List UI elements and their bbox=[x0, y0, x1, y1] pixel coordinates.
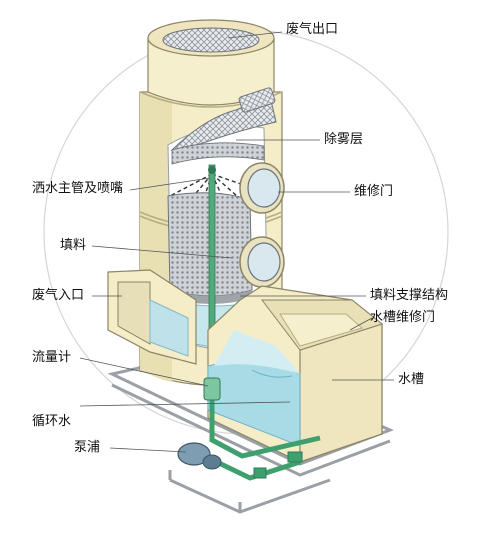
label-tank-door: 水槽维修门 bbox=[370, 310, 436, 325]
pump-body bbox=[177, 442, 211, 466]
label-demister-layer: 除雾层 bbox=[324, 132, 364, 147]
water-tank bbox=[207, 285, 384, 463]
maintenance-door-upper bbox=[239, 162, 285, 214]
pump-piping bbox=[177, 377, 321, 481]
tank-maintenance-door bbox=[279, 313, 364, 347]
leader-lines bbox=[79, 31, 394, 453]
label-packing-support: 填料支撑结构 bbox=[370, 288, 449, 303]
label-water-tank: 水槽 bbox=[398, 372, 425, 387]
flowmeter-body bbox=[203, 377, 221, 401]
inlet-duct bbox=[107, 269, 197, 365]
label-spray-pipe-nozzle: 洒水主管及喷嘴 bbox=[32, 181, 124, 196]
label-packing: 填料 bbox=[60, 238, 87, 253]
label-exhaust-outlet: 废气出口 bbox=[286, 22, 339, 37]
label-pump: 泵浦 bbox=[74, 440, 101, 455]
label-inlet: 废气入口 bbox=[32, 288, 85, 303]
label-flowmeter: 流量计 bbox=[32, 350, 72, 365]
maintenance-door-lower bbox=[239, 236, 285, 288]
label-maintenance-door: 维修门 bbox=[354, 184, 394, 199]
label-circulating-water: 循环水 bbox=[32, 414, 72, 429]
